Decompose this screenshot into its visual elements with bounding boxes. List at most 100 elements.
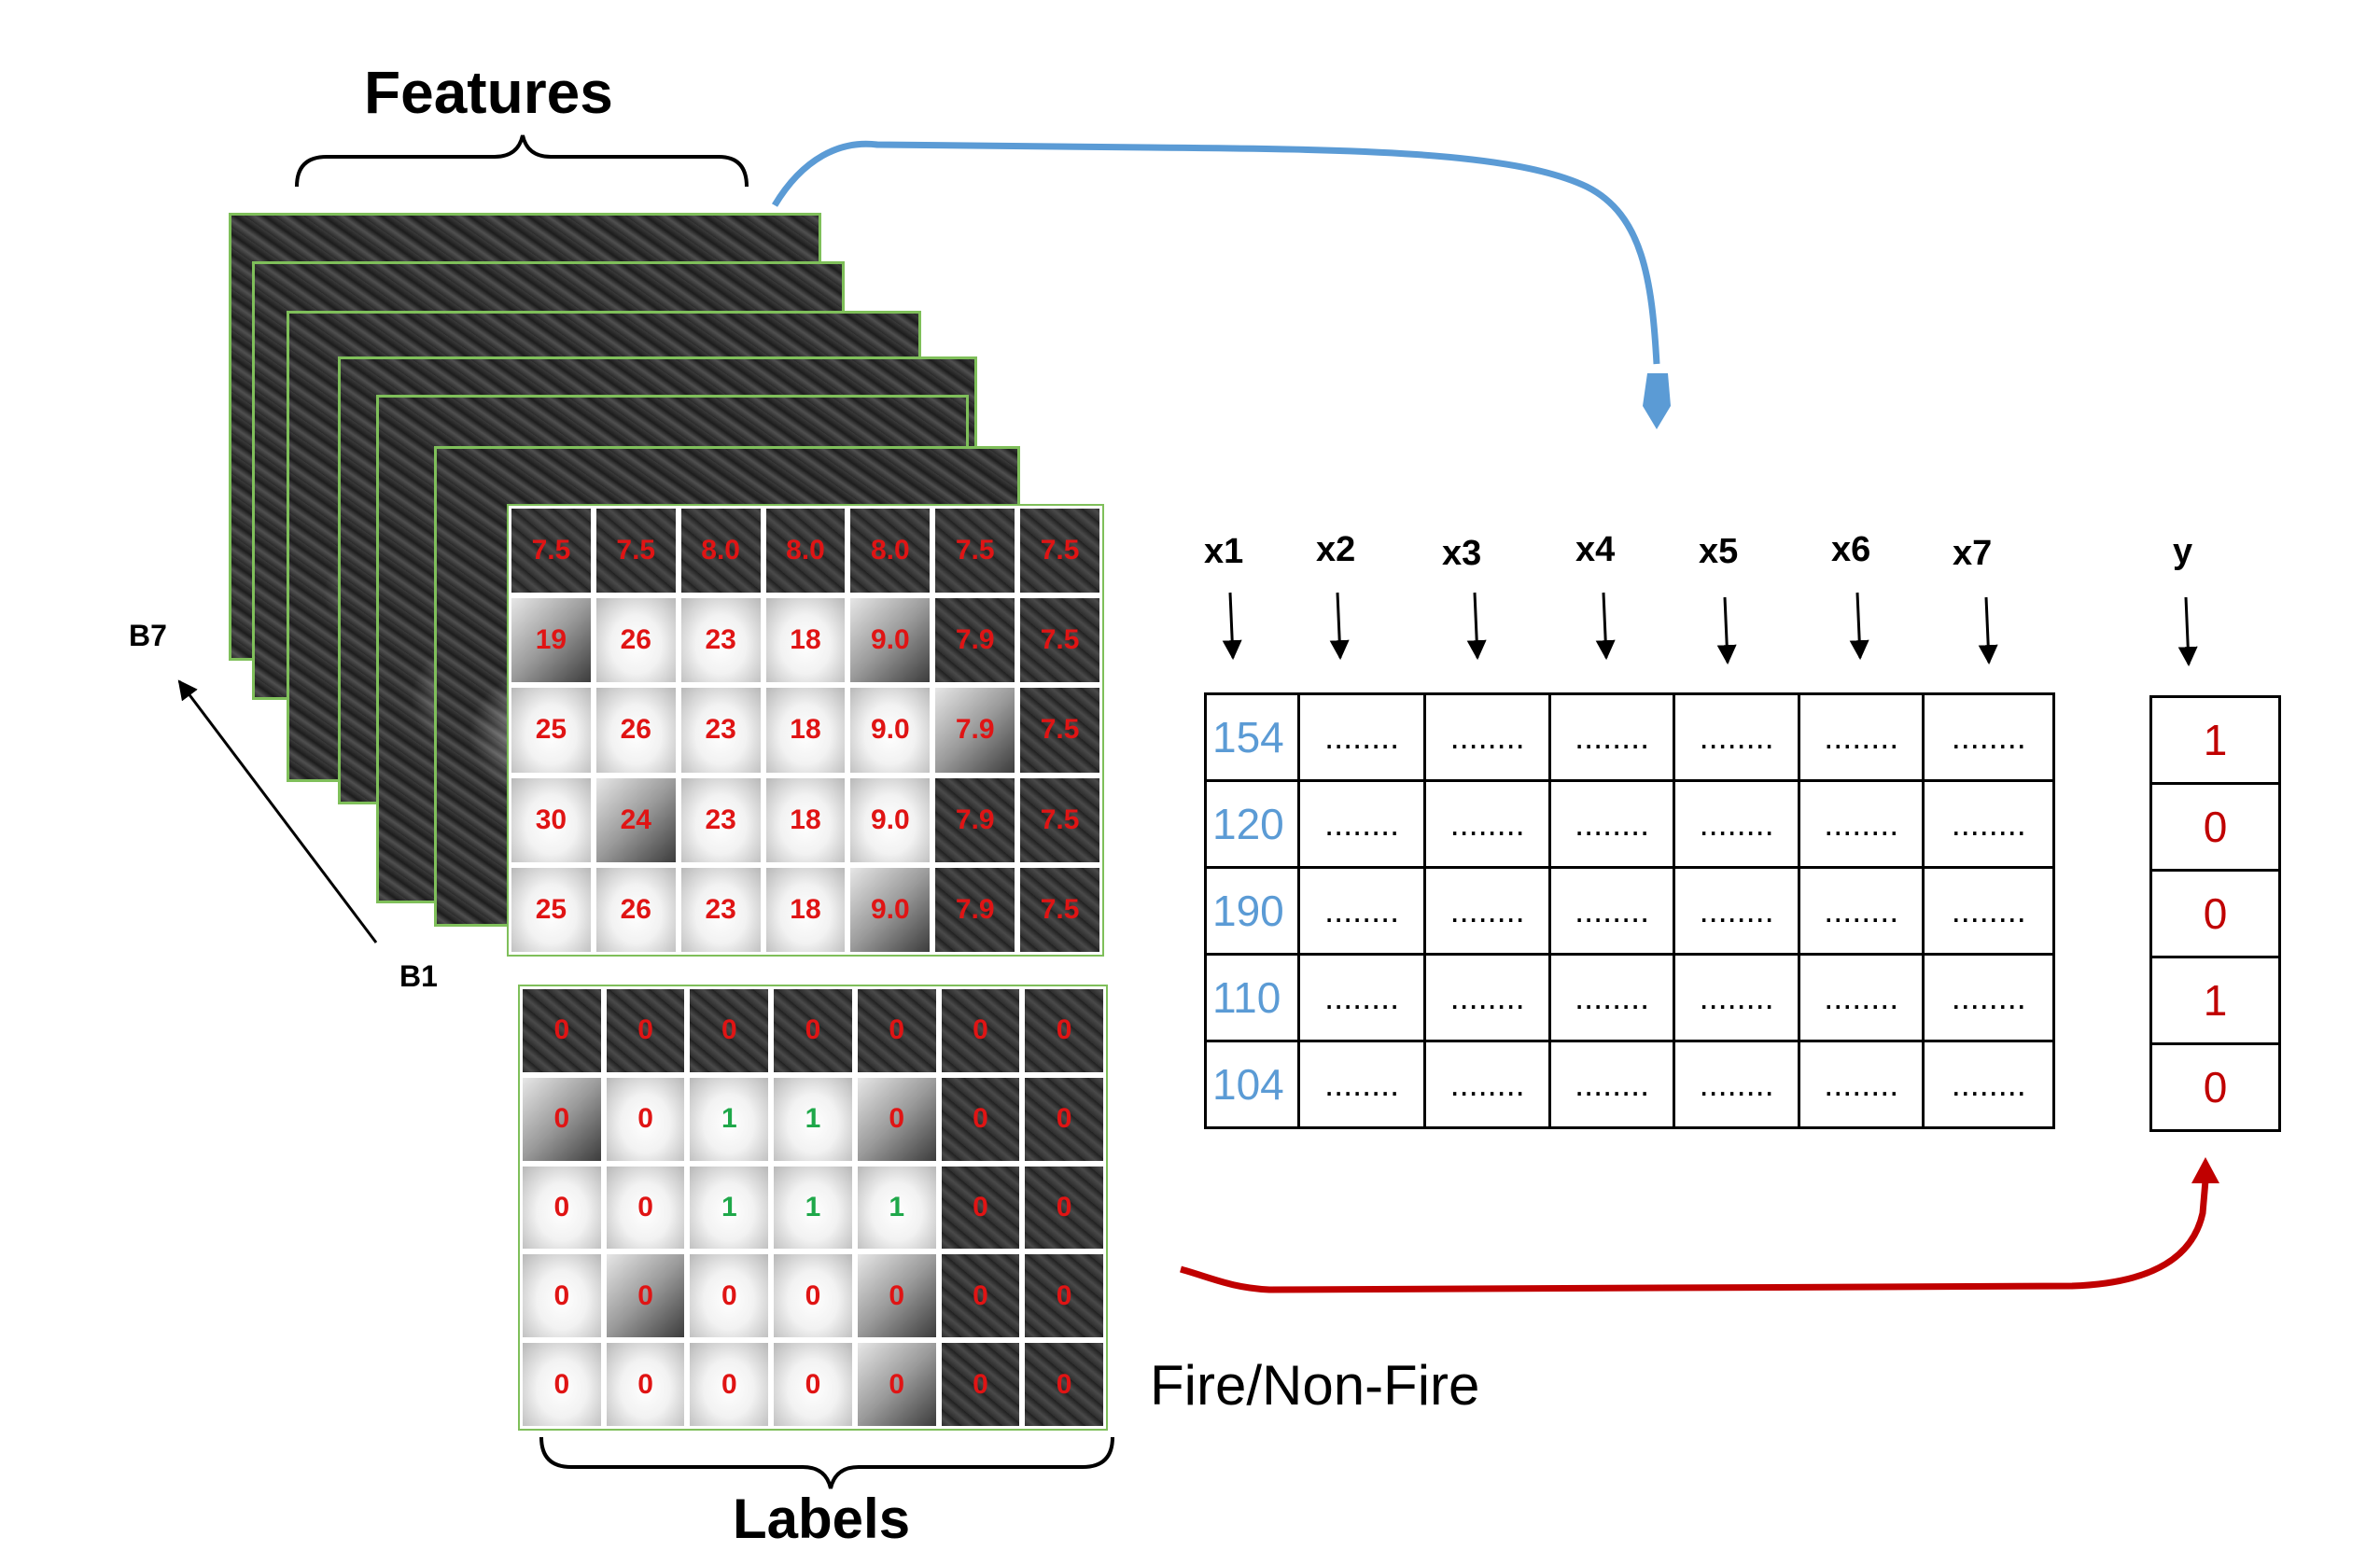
placeholder-cell: ........ <box>1547 1040 1676 1129</box>
placeholder-cell: ........ <box>1296 779 1427 869</box>
nonfire-label-cell: 0 <box>603 986 688 1075</box>
nonfire-label-cell: 0 <box>854 1340 939 1429</box>
placeholder-cell: ........ <box>1296 692 1427 782</box>
y-down-arrow <box>2177 596 2198 667</box>
fire-label-cell: 1 <box>854 1163 939 1252</box>
nonfire-label-cell: 0 <box>1022 986 1106 1075</box>
y-value-cell: 0 <box>2149 869 2281 958</box>
nonfire-label-cell: 0 <box>938 986 1023 1075</box>
feature-cell: 7.5 <box>1017 864 1102 955</box>
fire-label-cell: 1 <box>771 1163 855 1252</box>
nonfire-label-cell: 0 <box>687 1340 772 1429</box>
placeholder-cell: ........ <box>1797 866 1925 956</box>
x1-value-cell: 120 <box>1204 779 1300 869</box>
nonfire-label-cell: 0 <box>938 1074 1023 1164</box>
placeholder-cell: ........ <box>1296 953 1427 1042</box>
nonfire-label-cell: 0 <box>687 986 772 1075</box>
nonfire-label-cell: 0 <box>854 1251 939 1341</box>
feature-cell: 23 <box>678 864 763 955</box>
nonfire-label-cell: 0 <box>1022 1074 1106 1164</box>
table-row: 154.....................................… <box>1204 692 2055 782</box>
labels-brace <box>539 1436 1114 1489</box>
placeholder-cell: ........ <box>1547 779 1676 869</box>
feature-cell: 18 <box>763 864 848 955</box>
nonfire-label-cell: 0 <box>603 1340 688 1429</box>
band-axis-arrow <box>177 679 378 943</box>
feature-cell: 26 <box>593 864 679 955</box>
fire-label-cell: 1 <box>771 1074 855 1164</box>
feature-cell: 7.9 <box>932 685 1018 776</box>
column-header-x6: x6 <box>1831 530 1871 569</box>
feature-cell: 9.0 <box>847 864 933 955</box>
nonfire-label-cell: 0 <box>1022 1251 1106 1341</box>
feature-cell: 30 <box>509 775 594 865</box>
column-header-x2: x2 <box>1316 530 1356 569</box>
feature-cell: 18 <box>763 685 848 776</box>
table-row: 104.....................................… <box>1204 1040 2055 1129</box>
feature-cell: 25 <box>509 685 594 776</box>
column-header-x4: x4 <box>1575 530 1616 569</box>
fire-nonfire-label: Fire/Non-Fire <box>1150 1354 1480 1417</box>
placeholder-cell: ........ <box>1296 866 1427 956</box>
x1-down-arrow <box>1222 592 1242 661</box>
column-header-x7: x7 <box>1953 534 1993 573</box>
feature-cell: 8.0 <box>847 506 933 596</box>
nonfire-label-cell: 0 <box>603 1074 688 1164</box>
placeholder-cell: ........ <box>1922 1040 2055 1129</box>
nonfire-label-cell: 0 <box>520 1163 604 1252</box>
feature-cell: 7.5 <box>1017 595 1102 686</box>
feature-cell: 7.5 <box>1017 685 1102 776</box>
placeholder-cell: ........ <box>1922 866 2055 956</box>
features-brace <box>295 134 749 188</box>
table-row: 190.....................................… <box>1204 866 2055 956</box>
placeholder-cell: ........ <box>1423 866 1551 956</box>
placeholder-cell: ........ <box>1547 692 1676 782</box>
nonfire-label-cell: 0 <box>520 1251 604 1341</box>
y-value-cell: 0 <box>2149 1042 2281 1132</box>
feature-cell: 9.0 <box>847 775 933 865</box>
x7-down-arrow <box>1978 596 1998 665</box>
table-row: 1 <box>2149 695 2281 785</box>
nonfire-label-cell: 0 <box>771 1251 855 1341</box>
feature-cell: 9.0 <box>847 685 933 776</box>
table-row: 0 <box>2149 869 2281 958</box>
band-b7-label: B7 <box>129 619 167 652</box>
x5-down-arrow <box>1716 596 1737 665</box>
x4-down-arrow <box>1595 592 1616 661</box>
feature-cell: 23 <box>678 595 763 686</box>
table-row: 1 <box>2149 956 2281 1045</box>
red-arrowhead <box>2191 1157 2219 1183</box>
feature-cell: 18 <box>763 595 848 686</box>
x3-down-arrow <box>1466 592 1487 661</box>
nonfire-label-cell: 0 <box>938 1251 1023 1341</box>
placeholder-cell: ........ <box>1673 779 1800 869</box>
nonfire-label-cell: 0 <box>520 986 604 1075</box>
fire-label-cell: 1 <box>687 1074 772 1164</box>
red-arrow <box>1180 1180 2209 1293</box>
column-header-x3: x3 <box>1442 534 1482 573</box>
feature-cell: 25 <box>509 864 594 955</box>
placeholder-cell: ........ <box>1423 692 1551 782</box>
band-b1-label: B1 <box>399 959 438 993</box>
placeholder-cell: ........ <box>1547 866 1676 956</box>
column-header-x5: x5 <box>1699 532 1739 571</box>
feature-cell: 23 <box>678 685 763 776</box>
feature-cell: 7.5 <box>593 506 679 596</box>
table-row: 120.....................................… <box>1204 779 2055 869</box>
placeholder-cell: ........ <box>1797 953 1925 1042</box>
placeholder-cell: ........ <box>1922 953 2055 1042</box>
feature-cell: 18 <box>763 775 848 865</box>
feature-cell: 8.0 <box>678 506 763 596</box>
feature-cell: 7.9 <box>932 775 1018 865</box>
blue-arrowhead <box>1643 373 1671 429</box>
placeholder-cell: ........ <box>1922 779 2055 869</box>
placeholder-cell: ........ <box>1547 953 1676 1042</box>
placeholder-cell: ........ <box>1423 1040 1551 1129</box>
nonfire-label-cell: 0 <box>854 986 939 1075</box>
feature-cell: 7.5 <box>1017 506 1102 596</box>
nonfire-label-cell: 0 <box>687 1251 772 1341</box>
feature-cell: 26 <box>593 685 679 776</box>
placeholder-cell: ........ <box>1922 692 2055 782</box>
placeholder-cell: ........ <box>1797 1040 1925 1129</box>
